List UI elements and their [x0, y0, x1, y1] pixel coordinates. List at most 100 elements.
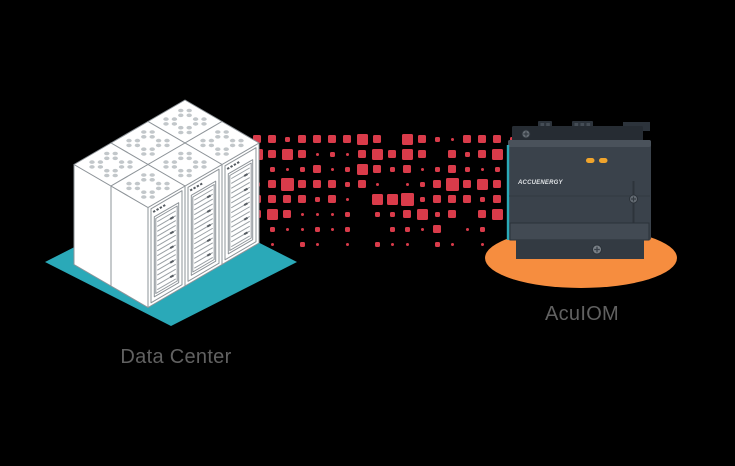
- data-dot: [328, 195, 336, 203]
- illustration-shape: [162, 204, 166, 208]
- fan-icon: [223, 130, 229, 134]
- illustration-shape: [193, 256, 214, 269]
- aculom-label: AcuIOM: [544, 303, 620, 325]
- fan-icon: [155, 143, 162, 148]
- fan-icon: [112, 173, 118, 178]
- fan-icon: [238, 143, 244, 148]
- fan-icon: [192, 122, 199, 126]
- illustration-shape: [156, 254, 177, 266]
- data-dot: [298, 150, 306, 158]
- fan-icon: [141, 190, 147, 194]
- illustration-shape: [230, 196, 251, 209]
- fan-icon: [215, 152, 221, 156]
- fan-icon: [104, 151, 110, 156]
- illustration-shape: [169, 216, 175, 220]
- data-dot: [401, 133, 413, 145]
- device-top-rail: [512, 126, 643, 142]
- device-bottom-section: [516, 240, 644, 259]
- illustration-shape: [229, 162, 252, 251]
- illustration-shape: [199, 182, 203, 186]
- illustration-shape: [192, 184, 215, 273]
- data-dot: [315, 212, 319, 216]
- data-dot: [281, 148, 293, 160]
- data-dot: [285, 227, 289, 231]
- illustration-shape: [110, 164, 186, 208]
- fan-icon: [134, 181, 141, 186]
- data-dot: [330, 167, 334, 171]
- data-dot: [300, 227, 304, 231]
- data-dot: [268, 135, 276, 143]
- fan-icon: [171, 117, 178, 121]
- fan-icon: [201, 117, 207, 121]
- fan-icon: [118, 160, 125, 164]
- fan-icon: [238, 138, 244, 143]
- data-dot: [330, 227, 334, 231]
- data-dot: [479, 196, 485, 202]
- illustration-shape: [226, 166, 230, 170]
- data-dot: [491, 208, 503, 220]
- data-dot: [268, 150, 276, 158]
- fan-icon: [97, 165, 104, 169]
- fan-icon: [141, 195, 147, 199]
- illustration-shape: [230, 191, 251, 204]
- illustration-shape: [230, 167, 251, 180]
- fan-icon: [192, 160, 199, 164]
- fan-icon: [186, 156, 192, 161]
- fan-icon: [161, 142, 165, 144]
- data-dot: [270, 242, 274, 246]
- fan-icon: [164, 181, 170, 186]
- fan-icon: [186, 108, 192, 113]
- illustration-shape: [193, 247, 214, 259]
- fan-icon: [149, 130, 155, 134]
- fan-icon: [146, 133, 150, 136]
- fan-icon: [229, 138, 236, 143]
- data-dot: [448, 150, 456, 158]
- device-recess-panel: [509, 222, 650, 241]
- illustration-shape: [193, 218, 214, 230]
- data-dot: [388, 150, 396, 158]
- data-dot: [315, 152, 319, 156]
- data-dot: [464, 166, 470, 172]
- fan-icon: [183, 111, 187, 114]
- data-dot: [328, 135, 336, 143]
- fan-icon: [146, 150, 150, 153]
- illustration-shape: [243, 231, 249, 236]
- data-dot: [445, 177, 459, 191]
- fan-icon: [201, 160, 207, 164]
- screw-icon: [592, 244, 602, 255]
- terminal-pin-icon: [586, 123, 591, 127]
- illustration-shape: [236, 161, 240, 165]
- data-dot: [478, 150, 486, 158]
- data-dot: [345, 197, 349, 201]
- fan-icon: [208, 143, 215, 148]
- data-dot: [418, 150, 426, 158]
- data-dot: [345, 152, 349, 156]
- data-dot: [344, 181, 350, 187]
- data-dot: [371, 148, 383, 160]
- illustration-shape: [156, 249, 177, 261]
- fan-icon: [178, 173, 184, 178]
- data-dot: [404, 226, 410, 232]
- fan-icon: [104, 173, 110, 178]
- data-dot: [375, 182, 379, 186]
- fan-icon: [178, 130, 184, 135]
- terminal-pin-icon: [580, 123, 585, 127]
- fan-icon: [198, 120, 202, 123]
- fan-icon: [215, 147, 221, 151]
- data-dot: [401, 148, 413, 160]
- data-dot: [283, 195, 291, 203]
- data-dot: [344, 166, 350, 172]
- fan-icon: [178, 108, 184, 113]
- data-dot: [418, 135, 426, 143]
- data-dot: [298, 195, 306, 203]
- illustration-shape: [156, 220, 177, 232]
- fan-icon: [229, 143, 236, 148]
- fan-icon: [223, 135, 229, 139]
- illustration-shape: [230, 220, 251, 233]
- fan-icon: [131, 142, 135, 144]
- fan-icon: [94, 163, 98, 166]
- illustration-shape: [230, 225, 251, 238]
- data-dot: [434, 241, 440, 247]
- illustration-shape: [193, 188, 214, 201]
